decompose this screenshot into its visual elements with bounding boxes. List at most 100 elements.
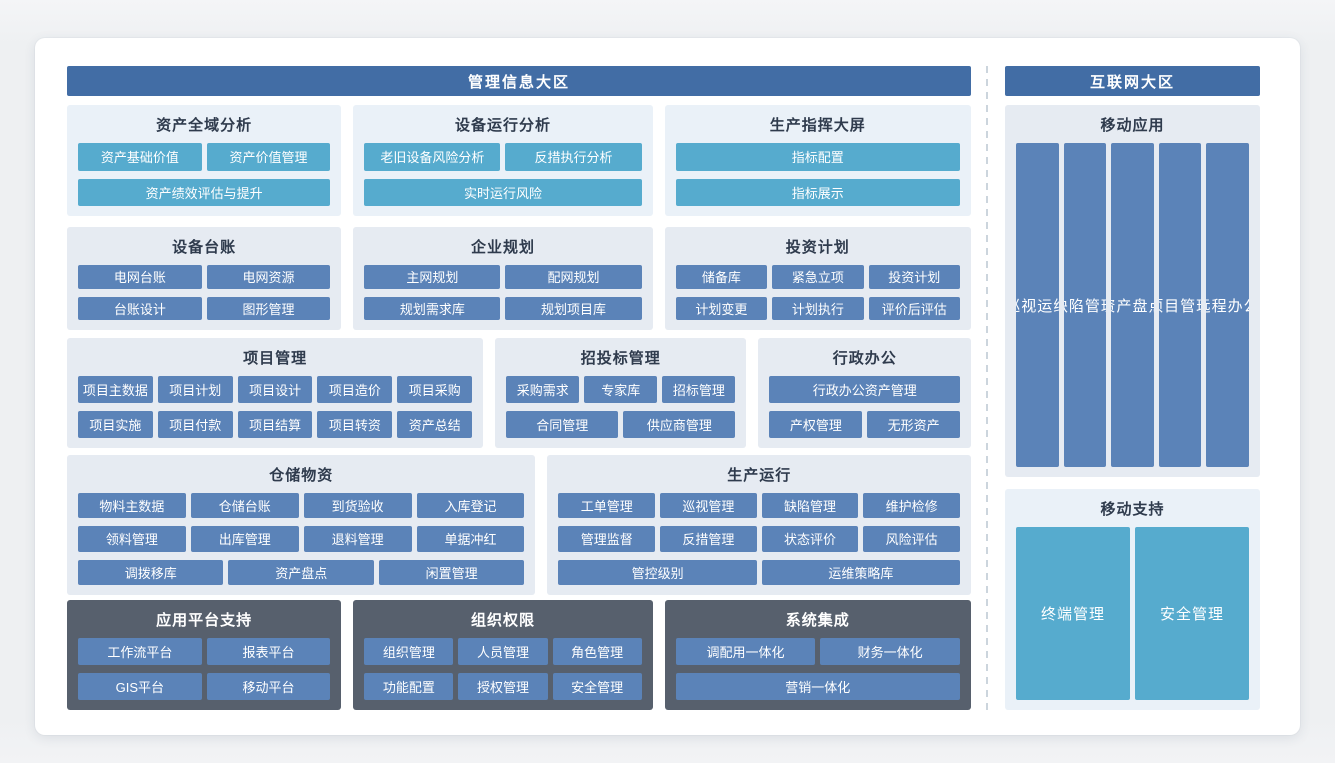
- module-button[interactable]: GIS平台: [78, 673, 202, 700]
- module-button[interactable]: 单据冲红: [416, 526, 525, 552]
- module-button[interactable]: 到货验收: [303, 493, 412, 519]
- module-button[interactable]: 项目付款: [157, 411, 233, 438]
- zone-header-internet: 互联网大区: [1005, 66, 1260, 96]
- module-button[interactable]: 维护检修: [863, 493, 960, 519]
- module-button[interactable]: 人员管理: [458, 638, 548, 665]
- module-button[interactable]: 指标展示: [675, 178, 960, 206]
- module-button[interactable]: 资产绩效评估与提升: [78, 178, 331, 206]
- module-button[interactable]: 风险评估: [863, 526, 960, 552]
- module-button[interactable]: 合同管理: [506, 411, 619, 438]
- module-button[interactable]: 调配用一体化: [675, 638, 816, 665]
- module-button[interactable]: 组织管理: [364, 638, 454, 665]
- module-button[interactable]: 出库管理: [190, 526, 299, 552]
- module-button[interactable]: 财务一体化: [820, 638, 960, 665]
- module-button[interactable]: 项目主数据: [78, 376, 153, 403]
- module-button[interactable]: 产权管理: [769, 411, 863, 438]
- module-button[interactable]: 项目管理: [1158, 143, 1202, 467]
- module-button[interactable]: 反措管理: [660, 526, 757, 552]
- module-button[interactable]: 工单管理: [558, 493, 656, 519]
- module-button[interactable]: 安全管理: [1135, 527, 1249, 700]
- module-button[interactable]: 入库登记: [416, 493, 525, 519]
- module-button[interactable]: 终端管理: [1016, 527, 1130, 700]
- panel-button-rows: 电网台账电网资源台账设计图形管理: [78, 265, 331, 320]
- module-button[interactable]: 反措执行分析: [505, 143, 642, 171]
- module-button[interactable]: 功能配置: [364, 673, 454, 700]
- module-button[interactable]: 运维策略库: [761, 559, 961, 585]
- panel-title: 资产全域分析: [156, 117, 253, 134]
- module-button[interactable]: 采购需求: [506, 376, 580, 403]
- module-button[interactable]: 项目结算: [237, 411, 313, 438]
- module-button[interactable]: 项目实施: [78, 411, 153, 438]
- module-button[interactable]: 行政办公资产管理: [769, 376, 960, 403]
- module-button[interactable]: 储备库: [675, 265, 768, 289]
- module-button[interactable]: 管控级别: [558, 559, 757, 585]
- module-button[interactable]: 项目计划: [157, 376, 233, 403]
- panel: 设备台账电网台账电网资源台账设计图形管理: [67, 227, 342, 330]
- panel-title: 移动应用: [1100, 117, 1165, 134]
- module-button[interactable]: 退料管理: [303, 526, 412, 552]
- panel-button-row: 产权管理无形资产: [769, 411, 960, 438]
- module-button[interactable]: 巡视管理: [660, 493, 757, 519]
- module-button[interactable]: 计划变更: [675, 296, 768, 320]
- module-button[interactable]: 老旧设备风险分析: [364, 143, 501, 171]
- module-button[interactable]: 主网规划: [364, 265, 501, 289]
- module-button[interactable]: 资产盘点: [1111, 143, 1154, 467]
- module-button[interactable]: 评价后评估: [868, 296, 960, 320]
- module-button[interactable]: 营销一体化: [675, 673, 960, 700]
- panel-button-row: 调配用一体化财务一体化: [675, 638, 960, 665]
- module-button[interactable]: 指标配置: [675, 143, 960, 171]
- module-row: 设备台账电网台账电网资源台账设计图形管理企业规划主网规划配网规划规划需求库规划项…: [67, 227, 971, 330]
- module-button[interactable]: 工作流平台: [78, 638, 202, 665]
- module-button[interactable]: 项目转资: [317, 411, 393, 438]
- module-button[interactable]: 投资计划: [868, 265, 960, 289]
- module-button[interactable]: 报表平台: [206, 638, 331, 665]
- module-button[interactable]: 项目采购: [397, 376, 473, 403]
- module-button[interactable]: 状态评价: [761, 526, 859, 552]
- right-zone-panels: 移动应用巡视运维缺陷管理资产盘点项目管理远程办公移动支持终端管理安全管理: [1005, 105, 1260, 710]
- module-button[interactable]: 专家库: [584, 376, 658, 403]
- panel-button-row: 台账设计图形管理: [78, 296, 331, 320]
- module-button[interactable]: 调拨移库: [78, 559, 224, 585]
- module-button[interactable]: 规划需求库: [364, 296, 501, 320]
- module-button[interactable]: 计划执行: [772, 296, 864, 320]
- panel-button-row: 管理监督反措管理状态评价风险评估: [558, 526, 960, 552]
- module-button[interactable]: 配网规划: [505, 265, 642, 289]
- module-button[interactable]: 资产盘点: [228, 559, 374, 585]
- module-button[interactable]: 项目设计: [237, 376, 313, 403]
- module-button[interactable]: 授权管理: [458, 673, 548, 700]
- module-button[interactable]: 管理监督: [558, 526, 656, 552]
- module-button[interactable]: 图形管理: [206, 296, 331, 320]
- module-button[interactable]: 移动平台: [206, 673, 331, 700]
- module-button[interactable]: 无形资产: [867, 411, 960, 438]
- panel-button-row: 资产绩效评估与提升: [78, 178, 331, 206]
- module-button[interactable]: 供应商管理: [623, 411, 736, 438]
- module-button[interactable]: 电网台账: [78, 265, 202, 289]
- panel-button-row: 终端管理安全管理: [1016, 527, 1249, 700]
- panel: 投资计划储备库紧急立项投资计划计划变更计划执行评价后评估: [664, 227, 971, 330]
- panel-button-row: 储备库紧急立项投资计划: [675, 265, 960, 289]
- module-button[interactable]: 资产基础价值: [78, 143, 202, 171]
- module-button[interactable]: 安全管理: [552, 673, 642, 700]
- module-button[interactable]: 实时运行风险: [364, 178, 642, 206]
- module-button[interactable]: 台账设计: [78, 296, 202, 320]
- module-button[interactable]: 角色管理: [552, 638, 642, 665]
- module-button[interactable]: 项目造价: [317, 376, 393, 403]
- module-button[interactable]: 资产总结: [397, 411, 473, 438]
- module-button[interactable]: 电网资源: [206, 265, 331, 289]
- module-button[interactable]: 规划项目库: [505, 296, 642, 320]
- module-button[interactable]: 远程办公: [1206, 143, 1249, 467]
- module-button[interactable]: 领料管理: [78, 526, 186, 552]
- module-button[interactable]: 巡视运维: [1016, 143, 1059, 467]
- module-button[interactable]: 仓储台账: [190, 493, 299, 519]
- module-button[interactable]: 闲置管理: [378, 559, 525, 585]
- module-button[interactable]: 物料主数据: [78, 493, 186, 519]
- panel-button-row: 项目实施项目付款项目结算项目转资资产总结: [78, 411, 473, 438]
- panel: 生产指挥大屏指标配置指标展示: [664, 105, 971, 216]
- module-button[interactable]: 缺陷管理: [761, 493, 859, 519]
- panel-title: 移动支持: [1100, 501, 1165, 518]
- module-button[interactable]: 紧急立项: [772, 265, 864, 289]
- module-button[interactable]: 缺陷管理: [1063, 143, 1107, 467]
- module-button[interactable]: 资产价值管理: [206, 143, 331, 171]
- module-button[interactable]: 招标管理: [662, 376, 736, 403]
- panel-button-rows: 工单管理巡视管理缺陷管理维护检修管理监督反措管理状态评价风险评估管控级别运维策略…: [558, 493, 961, 585]
